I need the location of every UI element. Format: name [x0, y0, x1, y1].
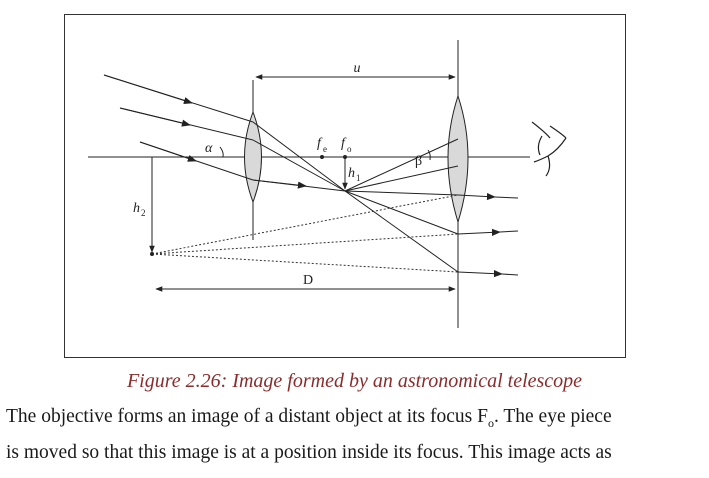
rays-to-eyepiece — [344, 138, 459, 273]
emergent-rays — [457, 192, 519, 278]
eyepiece-lens — [447, 40, 469, 328]
fo-subscript: o — [347, 144, 352, 154]
fo-label: f — [341, 136, 347, 151]
virtual-image-point — [150, 252, 154, 256]
virtual-image-rays — [151, 194, 459, 273]
beta-arc — [427, 149, 431, 161]
h2-subscript: 2 — [141, 208, 146, 218]
alpha-label: α — [205, 141, 213, 156]
paragraph-line2: is moved so that this image is at a posi… — [6, 441, 612, 463]
fe-label: f — [317, 136, 323, 151]
fe-focus-point — [320, 155, 324, 159]
alpha-arc — [219, 146, 224, 158]
figure-caption: Figure 2.26: Image formed by an astronom… — [126, 370, 583, 392]
h1-label: h — [348, 166, 355, 181]
u-label: u — [354, 61, 361, 76]
incoming-rays — [103, 74, 346, 192]
body-paragraph: The objective forms an image of a distan… — [6, 402, 706, 467]
figure-frame — [64, 14, 626, 358]
h2-label: h — [133, 201, 140, 216]
beta-label: β — [415, 154, 422, 169]
paragraph-line1-pre: The objective forms an image of a distan… — [6, 406, 488, 427]
paragraph-line1-post: . The eye piece — [493, 406, 612, 427]
h1-subscript: 1 — [356, 173, 361, 183]
paragraph-line1-subscript: o — [487, 415, 494, 430]
telescope-diagram: u D h 2 — [88, 40, 567, 328]
eye-icon — [531, 121, 567, 177]
objective-lens — [244, 80, 262, 240]
d-label: D — [303, 273, 313, 288]
fo-focus-point — [343, 155, 347, 159]
fe-subscript: e — [323, 144, 327, 154]
